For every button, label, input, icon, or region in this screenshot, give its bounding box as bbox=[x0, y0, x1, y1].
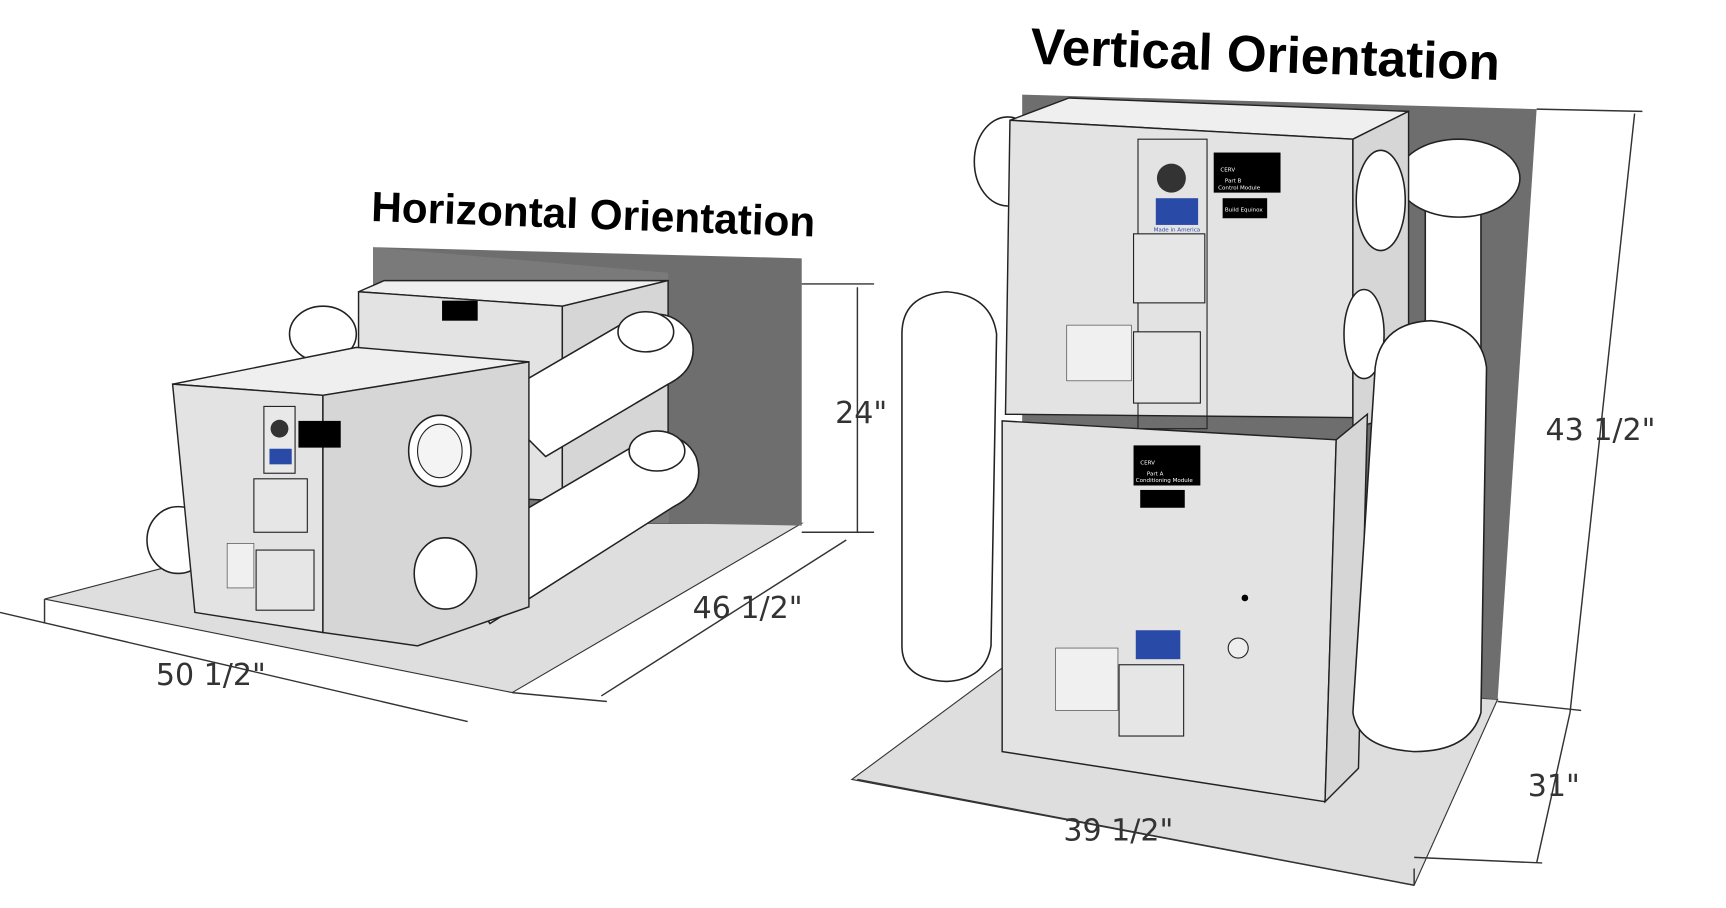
dim-horizontal-depth: 46 1/2" bbox=[693, 591, 803, 626]
pipe-opening-inner bbox=[417, 423, 463, 479]
horizontal-unit-assembly bbox=[44, 247, 804, 694]
junction-box bbox=[1132, 233, 1206, 304]
pipe-opening bbox=[1355, 149, 1407, 252]
flag-icon bbox=[1135, 630, 1181, 660]
maker-text: Build Equinox bbox=[1225, 208, 1264, 214]
vertical-dimension-lines bbox=[857, 108, 1643, 886]
brand-text: CERV bbox=[1220, 167, 1235, 173]
dim-horizontal-width: 50 1/2" bbox=[156, 658, 266, 693]
part-a-cerv-label bbox=[442, 300, 478, 321]
brand-text: CERV bbox=[1140, 460, 1155, 466]
junction-box bbox=[1118, 664, 1185, 737]
part-b-cerv-label-v: CERV Part B Control Module Build Equinox bbox=[1213, 152, 1281, 219]
junction-box bbox=[1132, 331, 1201, 404]
part-b-text: Part B bbox=[1225, 179, 1242, 185]
rating-plate bbox=[1055, 647, 1119, 711]
pipe-end bbox=[628, 430, 686, 472]
indicator bbox=[1241, 594, 1249, 602]
made-in-text: Made in America bbox=[1154, 228, 1201, 234]
dim-vertical-width: 39 1/2" bbox=[1063, 814, 1173, 849]
flag-icon bbox=[269, 448, 292, 465]
knob-icon bbox=[1156, 163, 1186, 193]
pipe-end bbox=[617, 311, 675, 353]
rating-plate bbox=[226, 543, 255, 589]
horizontal-title: Horizontal Orientation bbox=[371, 183, 816, 245]
left-vertical-duct bbox=[901, 290, 998, 683]
part-b-side bbox=[322, 361, 530, 647]
dim-vertical-depth: 31" bbox=[1528, 769, 1580, 804]
dim-vertical-height: 43 1/2" bbox=[1546, 413, 1656, 448]
knob-icon bbox=[270, 419, 289, 438]
junction-box bbox=[255, 549, 315, 611]
flag-icon bbox=[1155, 198, 1199, 225]
part-a-name-text: Conditioning Module bbox=[1136, 478, 1194, 484]
rating-plate bbox=[1066, 324, 1132, 382]
part-b-name-text: Control Module bbox=[1218, 185, 1261, 191]
part-a-text: Part A bbox=[1147, 471, 1164, 477]
pipe-elbow bbox=[1396, 138, 1521, 218]
pipe-opening bbox=[1343, 288, 1385, 380]
horizontal-dimension-lines bbox=[0, 283, 875, 723]
vertical-title: Vertical Orientation bbox=[1030, 18, 1501, 91]
pipe-opening bbox=[413, 537, 478, 610]
dim-horizontal-height: 24" bbox=[835, 396, 887, 431]
right-vertical-duct bbox=[1352, 319, 1488, 753]
part-b-cerv-label bbox=[298, 420, 341, 448]
junction-box bbox=[253, 478, 308, 533]
vertical-unit-assembly: CERV Part B Control Module Build Equinox… bbox=[850, 94, 1537, 886]
part-a-cerv-label-v: CERV Part A Conditioning Module bbox=[1133, 445, 1201, 508]
port bbox=[1227, 637, 1249, 659]
